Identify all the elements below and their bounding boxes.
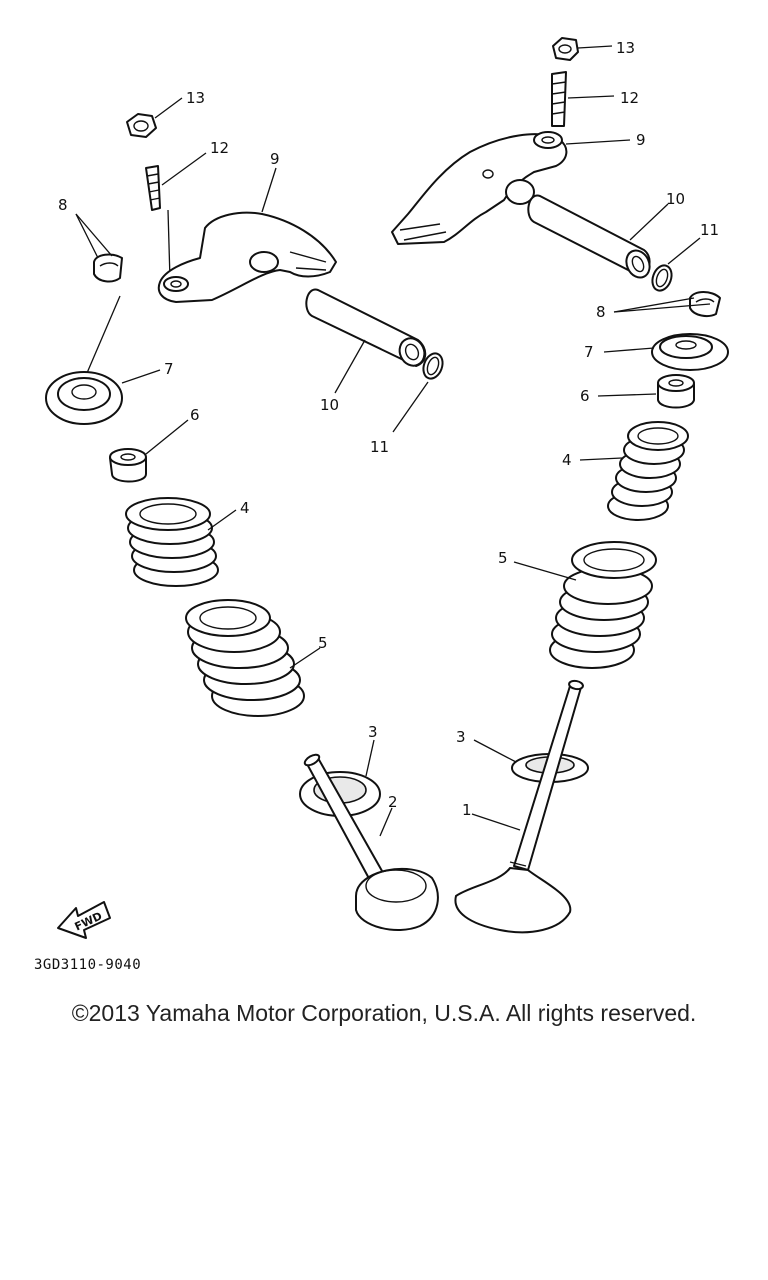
copyright-notice: ©2013 Yamaha Motor Corporation, U.S.A. A… <box>71 1000 697 1026</box>
label-5-right: 5 <box>498 549 508 567</box>
label-9-right: 9 <box>636 131 646 149</box>
label-5-left: 5 <box>318 634 328 652</box>
label-8-right: 8 <box>596 303 606 321</box>
valve-2-left <box>303 753 439 931</box>
rocker-shaft-10-right <box>527 194 651 279</box>
label-3-right: 3 <box>456 728 466 746</box>
label-6-right: 6 <box>580 387 590 405</box>
label-6-left: 6 <box>190 406 200 424</box>
valve-parts-diagram: 13 12 9 10 11 8 <box>45 37 729 939</box>
rocker-arm-9-right <box>391 131 568 245</box>
valve-stem-seal-6-right <box>657 374 695 409</box>
label-11-right: 11 <box>700 221 719 239</box>
inner-spring-4-right <box>607 421 689 521</box>
valve-cotter-8-left <box>93 253 123 283</box>
spring-retainer-7-left <box>45 371 123 425</box>
label-11-left: 11 <box>370 438 389 456</box>
label-8-left: 8 <box>58 196 68 214</box>
label-10-left: 10 <box>320 396 339 414</box>
nut-13-left <box>126 113 157 138</box>
label-13-left: 13 <box>186 89 205 107</box>
rocker-arm-9-left <box>157 211 337 303</box>
adjuster-screw-12-left <box>145 165 161 211</box>
label-10-right: 10 <box>666 190 685 208</box>
label-7-left: 7 <box>164 360 174 378</box>
label-3-left: 3 <box>368 723 378 741</box>
inner-spring-4-left <box>125 497 219 587</box>
spring-retainer-7-right <box>651 333 729 371</box>
adjuster-screw-12-right <box>551 71 567 127</box>
label-1-right: 1 <box>462 801 472 819</box>
rocker-shaft-10-left <box>305 288 427 367</box>
nut-13-right <box>552 37 579 61</box>
valve-1-right <box>454 679 584 934</box>
label-12-right: 12 <box>620 89 639 107</box>
o-ring-11-left <box>422 352 444 380</box>
fwd-arrow-icon: FWD <box>57 901 111 939</box>
label-4-right: 4 <box>562 451 572 469</box>
catalog-code: 3GD3110-9040 <box>34 957 142 973</box>
label-7-right: 7 <box>584 343 594 361</box>
label-12-left: 12 <box>210 139 229 157</box>
label-4-left: 4 <box>240 499 250 517</box>
outer-spring-5-left <box>185 599 305 717</box>
valve-stem-seal-6-left <box>109 448 147 483</box>
label-9-left: 9 <box>270 150 280 168</box>
label-2-left: 2 <box>388 793 398 811</box>
o-ring-11-right <box>651 264 673 292</box>
outer-spring-5-right <box>549 541 657 669</box>
label-13-right: 13 <box>616 39 635 57</box>
